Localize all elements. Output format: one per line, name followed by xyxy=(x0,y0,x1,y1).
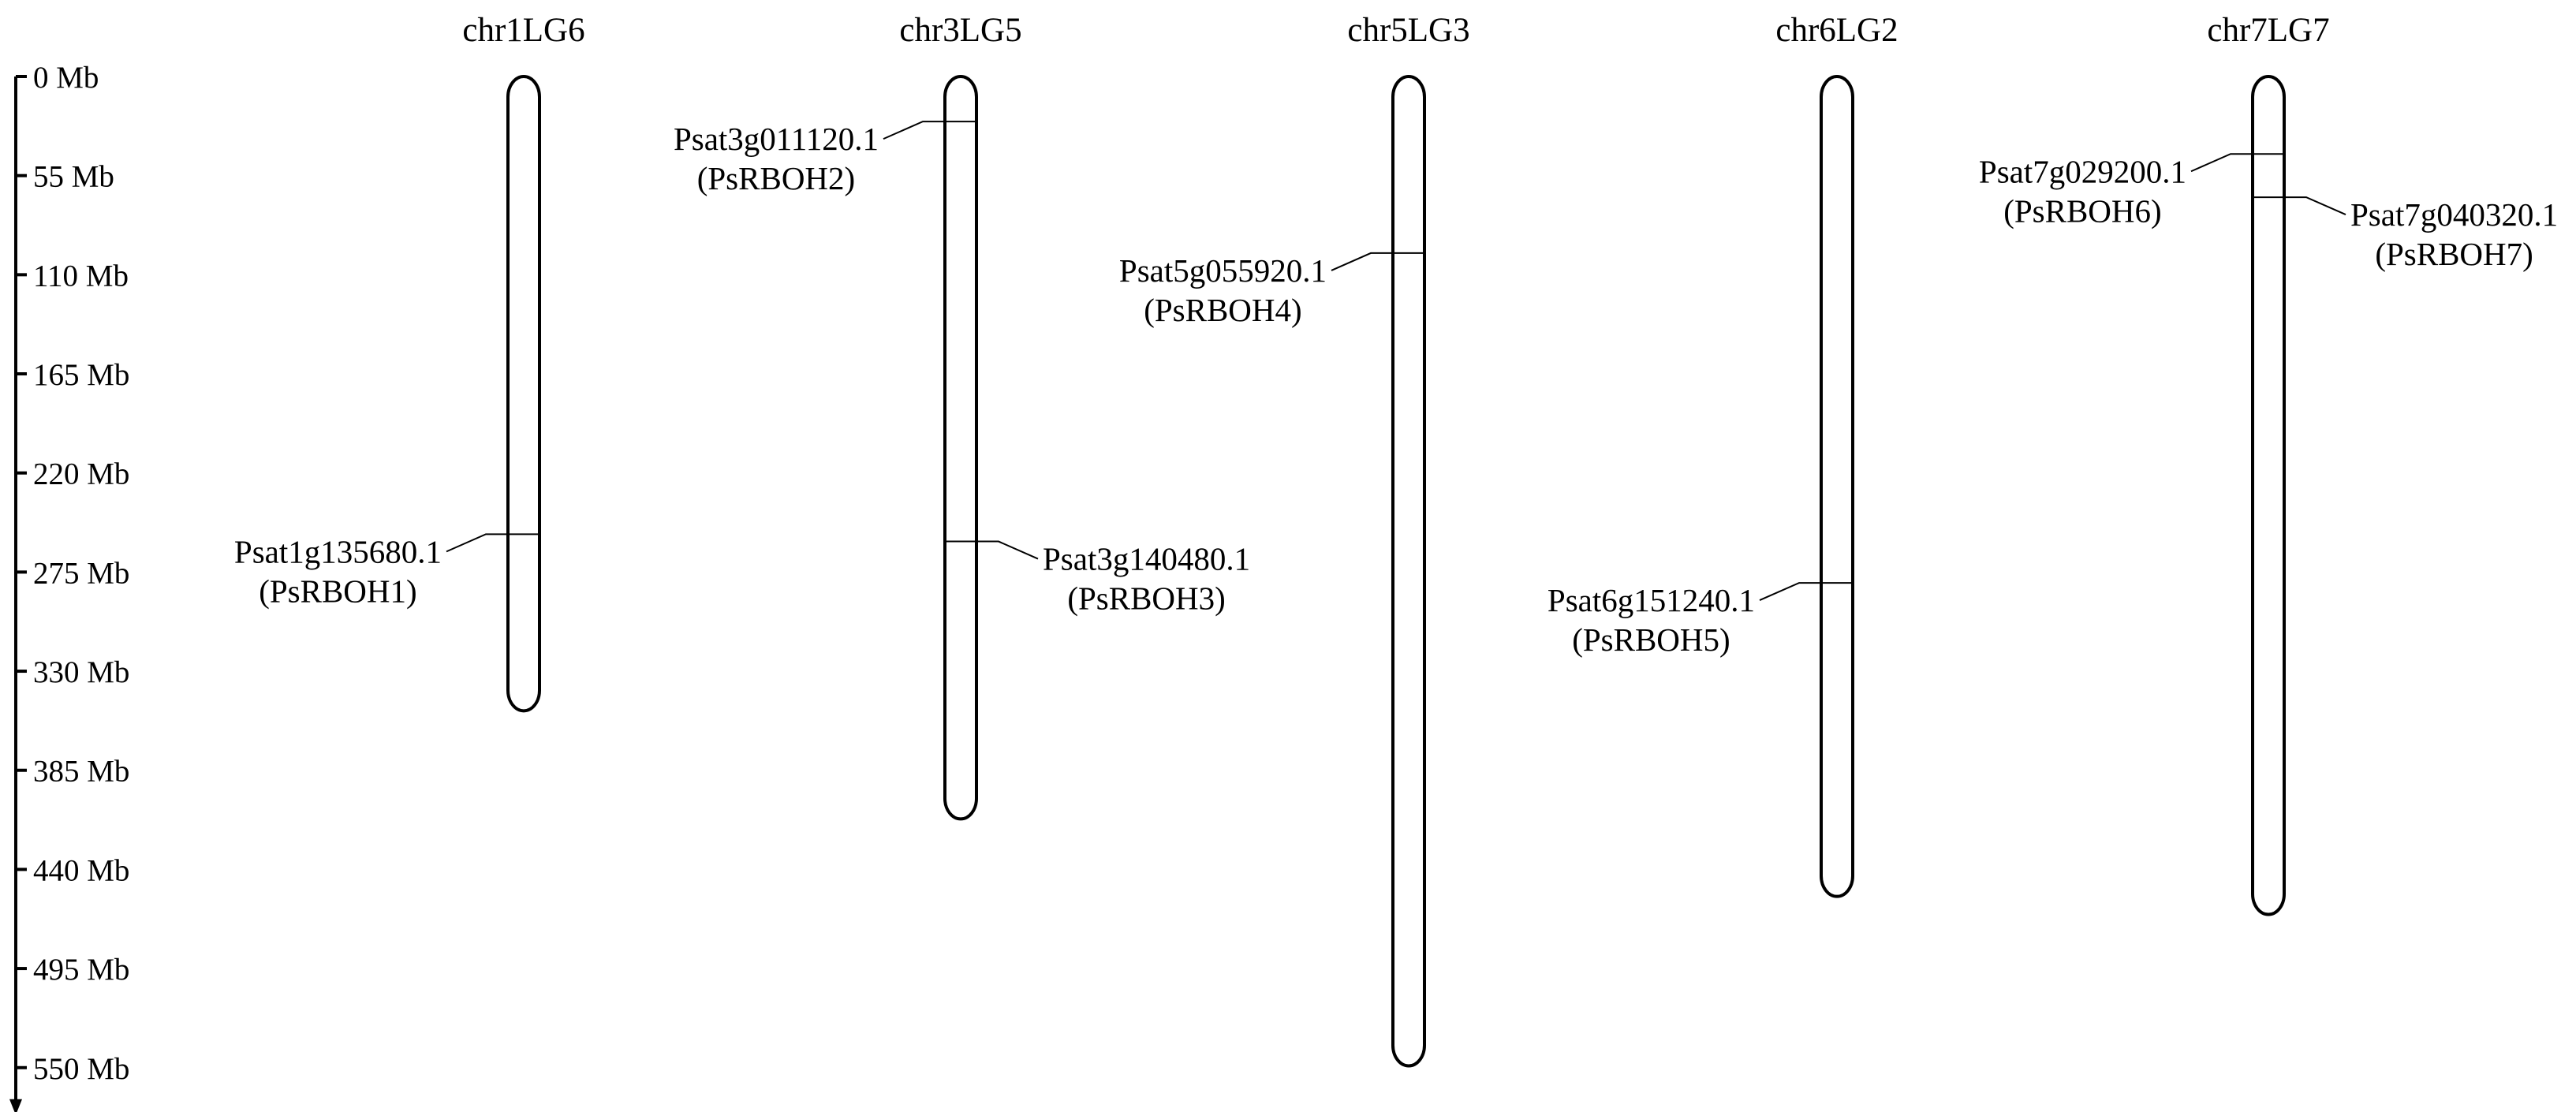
chromosome-body xyxy=(1820,75,1854,898)
chromosome-body xyxy=(506,75,541,713)
scale-tick-label: 330 Mb xyxy=(33,655,129,689)
chromosome-label: chr5LG3 xyxy=(1347,12,1469,49)
gene-connector xyxy=(446,533,508,553)
gene-alias-label: (PsRBOH6) xyxy=(2003,192,2161,229)
gene-marker: Psat7g029200.1(PsRBOH6) xyxy=(1979,153,2284,229)
gene-id-label: Psat6g151240.1 xyxy=(1547,582,1755,618)
gene-alias-label: (PsRBOH5) xyxy=(1572,621,1730,658)
gene-connector xyxy=(2284,196,2346,216)
gene-connector xyxy=(2190,153,2253,173)
scale-tick-label: 550 Mb xyxy=(33,1052,129,1086)
scale-tick-label: 0 Mb xyxy=(33,61,99,95)
chromosome-body xyxy=(1391,75,1426,1068)
scale-bar: 0 Mb 55 Mb 110 Mb 165 Mb 220 Mb 275 Mb 330 Mb 3… xyxy=(9,61,129,1112)
gene-id-label: Psat1g135680.1 xyxy=(234,533,442,569)
gene-alias-label: (PsRBOH3) xyxy=(1067,580,1225,617)
gene-id-label: Psat3g011120.1 xyxy=(674,121,879,157)
gene-alias-label: (PsRBOH4) xyxy=(1144,292,1301,328)
gene-id-label: Psat7g040320.1 xyxy=(2350,196,2558,233)
gene-id-label: Psat5g055920.1 xyxy=(1119,252,1327,289)
gene-id-label: Psat3g140480.1 xyxy=(1043,541,1250,577)
chromosome-body xyxy=(943,75,978,821)
gene-alias-label: (PsRBOH7) xyxy=(2375,236,2533,272)
chromosome-label: chr6LG2 xyxy=(1775,12,1898,49)
scale-arrow-icon xyxy=(9,1099,22,1112)
scale-tick-label: 220 Mb xyxy=(33,457,129,491)
scale-tick-label: 495 Mb xyxy=(33,953,129,987)
gene-marker: Psat7g040320.1(PsRBOH7) xyxy=(2253,196,2558,272)
gene-connector xyxy=(976,540,1039,560)
chromosome-label: chr3LG5 xyxy=(899,12,1021,49)
scale-tick-label: 440 Mb xyxy=(33,853,129,887)
chromosome: chr7LG7Psat7g029200.1(PsRBOH6)Psat7g0403… xyxy=(1979,12,2558,916)
gene-alias-label: (PsRBOH2) xyxy=(697,160,855,196)
scale-tick-label: 385 Mb xyxy=(33,755,129,789)
gene-marker: Psat6g151240.1(PsRBOH5) xyxy=(1547,582,1853,658)
scale-tick-label: 110 Mb xyxy=(33,259,129,293)
gene-marker: Psat3g011120.1(PsRBOH2) xyxy=(674,121,976,196)
gene-alias-label: (PsRBOH1) xyxy=(259,573,416,609)
scale-tick-label: 55 Mb xyxy=(33,160,114,194)
chromosome-label: chr7LG7 xyxy=(2207,12,2329,49)
scale-tick-label: 165 Mb xyxy=(33,358,129,392)
gene-connector xyxy=(883,121,945,140)
gene-marker: Psat5g055920.1(PsRBOH4) xyxy=(1119,252,1424,328)
chromosome-body xyxy=(2251,75,2286,916)
gene-marker: Psat1g135680.1 (PsRBOH1) xyxy=(234,533,539,609)
gene-connector xyxy=(1331,252,1393,271)
gene-connector xyxy=(1759,582,1821,602)
scale-tick-label: 275 Mb xyxy=(33,556,129,590)
gene-marker: Psat3g140480.1(PsRBOH3) xyxy=(945,540,1250,617)
gene-id-label: Psat7g029200.1 xyxy=(1979,153,2186,189)
chromosome-label: chr1LG6 xyxy=(462,12,584,49)
